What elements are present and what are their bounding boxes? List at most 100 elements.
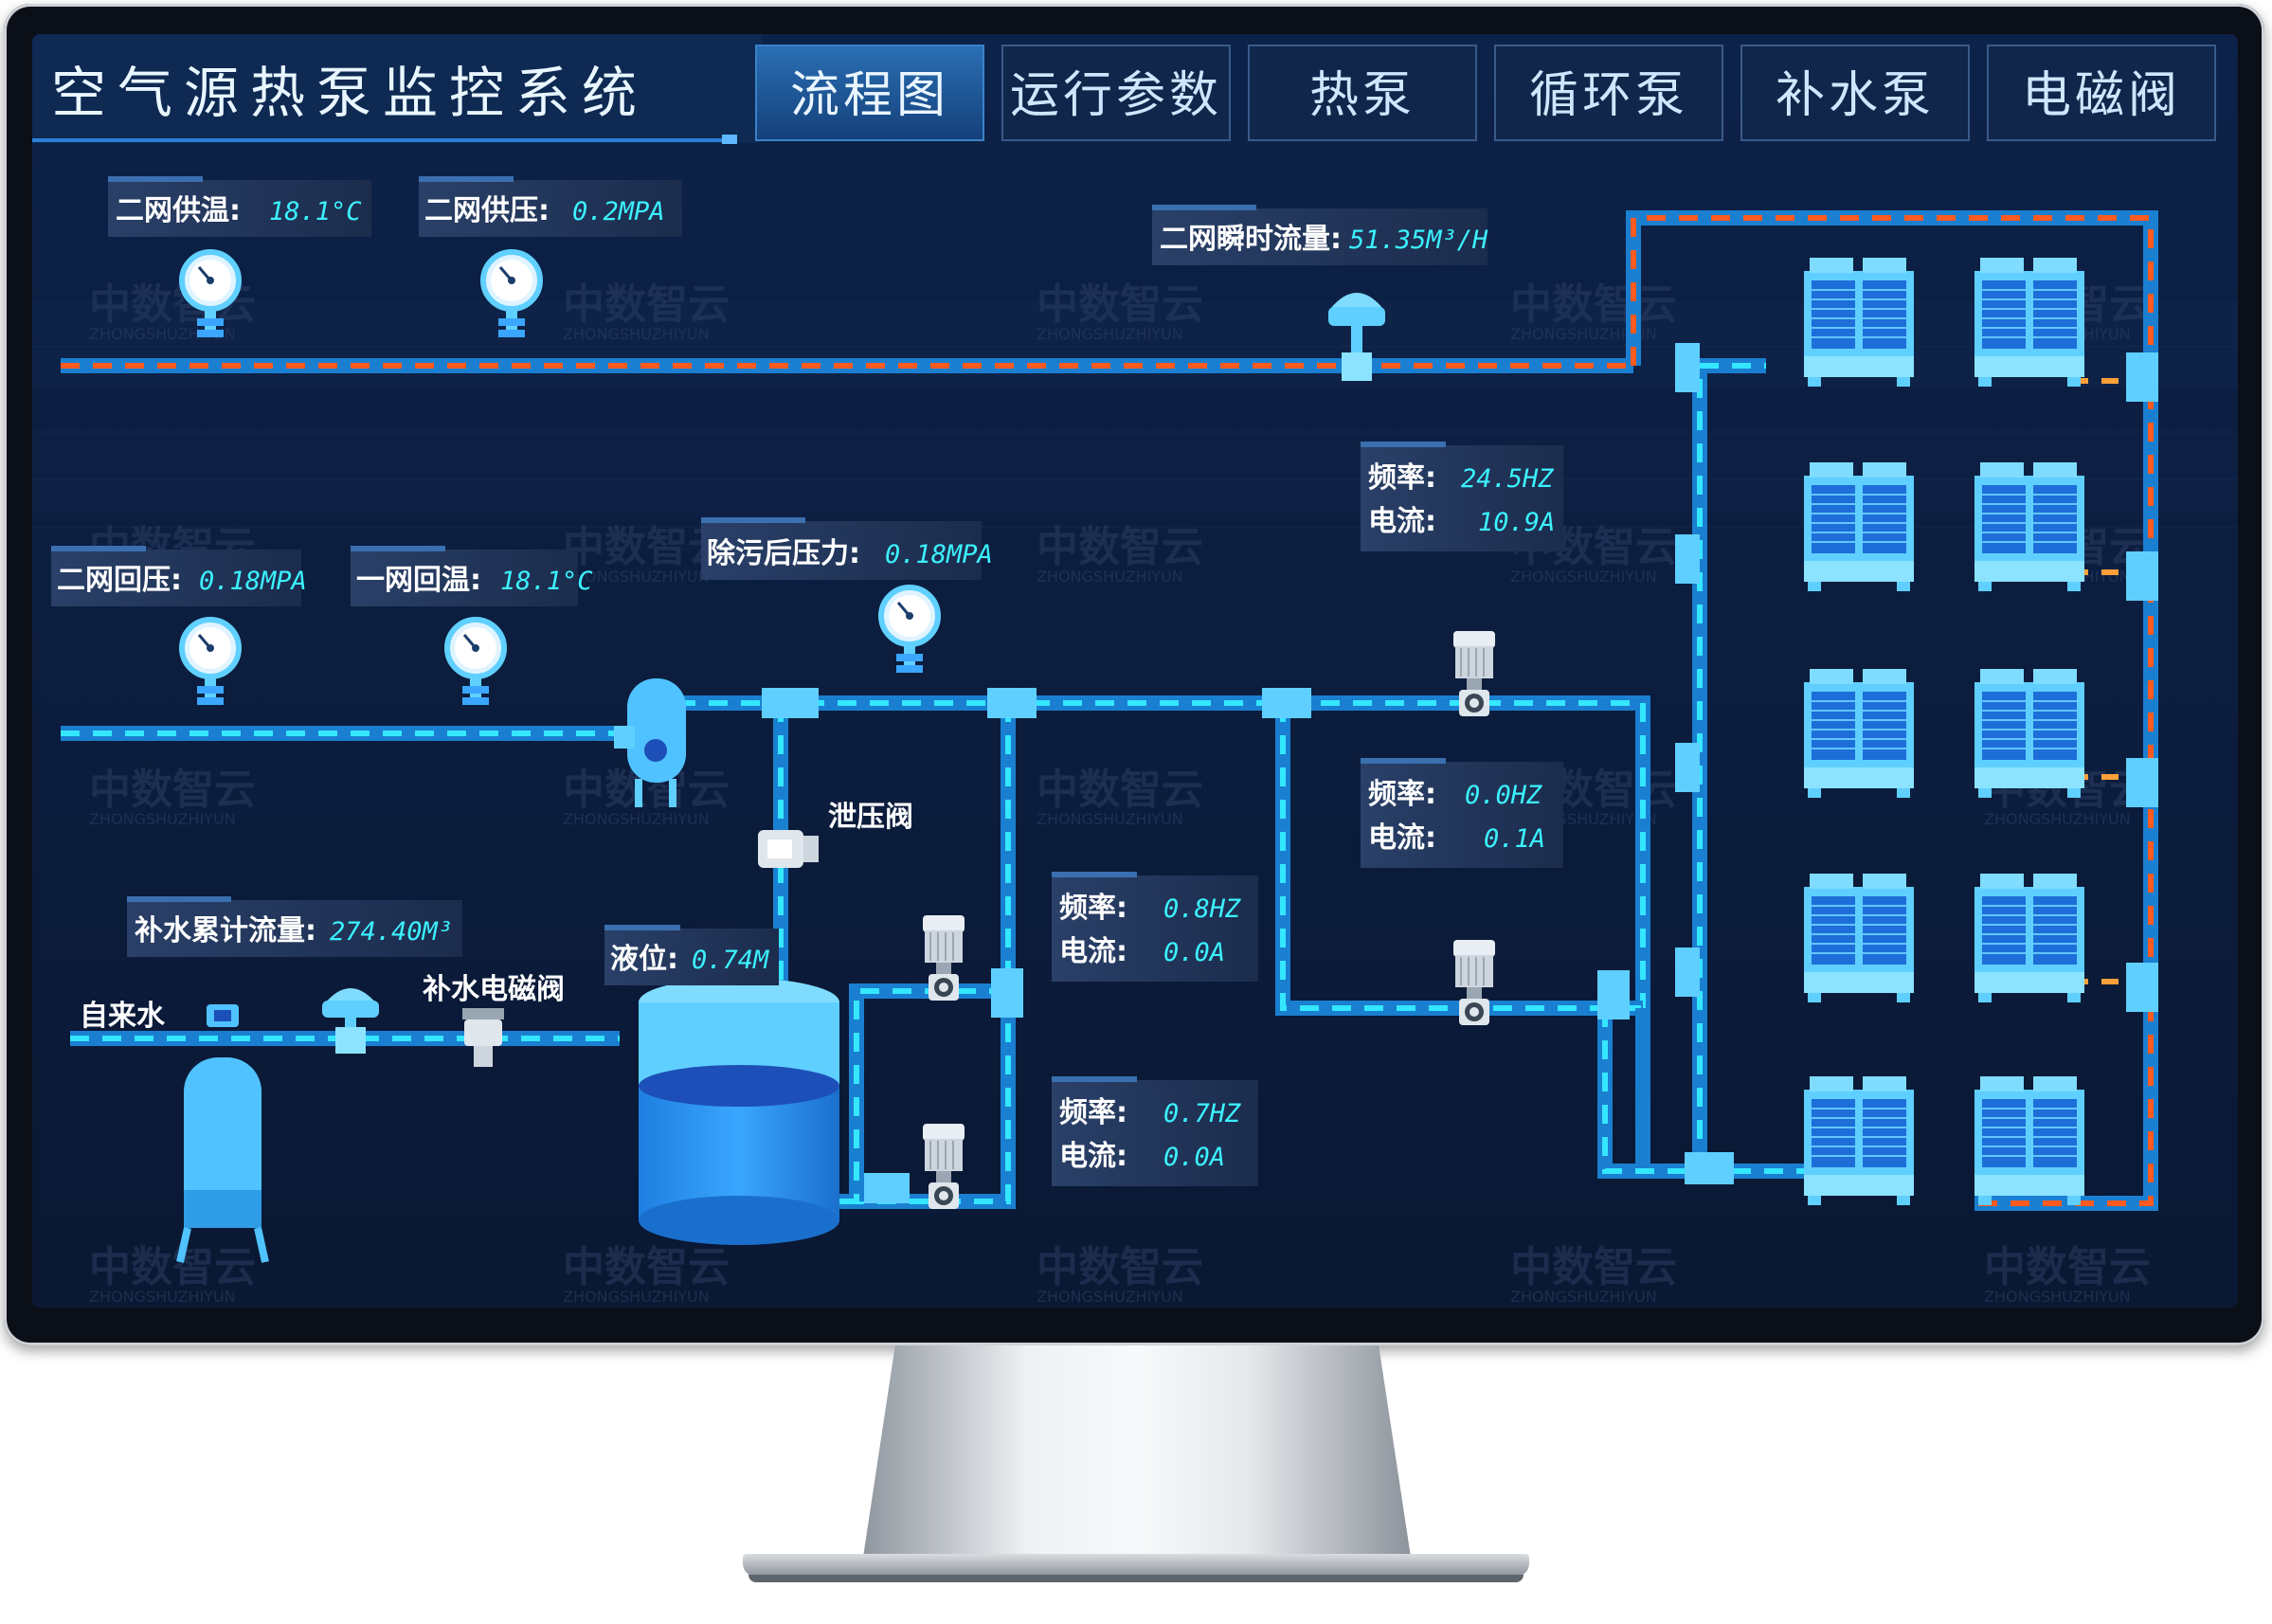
makeup-flow-meter-icon[interactable]: [322, 988, 379, 1054]
watermark-subtext: ZHONGSHUZHIYUN: [1510, 325, 1657, 343]
watermark-text: 中数智云: [1037, 280, 1203, 329]
post-filter-pressure-label: 除污后压力:: [707, 537, 860, 570]
heat-pump-unit[interactable]: [1803, 257, 1915, 388]
reading-post-filter-pressure: 除污后压力: 0.18MPA: [701, 517, 993, 580]
makeup-pump-2-status: 频率: 0.7HZ 电流: 0.0A: [1052, 1076, 1258, 1186]
watermark-subtext: ZHONGSHUZHIYUN: [89, 325, 236, 343]
relief-valve-icon[interactable]: [758, 830, 819, 868]
circulation-pump-icon[interactable]: [1452, 630, 1496, 717]
watermark-subtext: ZHONGSHUZHIYUN: [563, 810, 710, 828]
circulation-pump-icon[interactable]: [1452, 939, 1496, 1026]
watermark-subtext: ZHONGSHUZHIYUN: [563, 325, 710, 343]
tab-heat-pump-label: 热泵: [1309, 67, 1415, 124]
makeup-pump-2-freq-label: 频率:: [1059, 1096, 1127, 1129]
heat-pump-unit[interactable]: [1974, 461, 2085, 592]
watermark-text: 中数智云: [1037, 523, 1203, 571]
watermark-text: 中数智云: [1510, 280, 1677, 329]
makeup-pump-icon[interactable]: [922, 914, 965, 1001]
watermark-text: 中数智云: [89, 766, 256, 814]
watermark-text: 中数智云: [1984, 1243, 2151, 1291]
makeup-total-flow-value: 274.40M³: [330, 917, 453, 947]
watermark-subtext: ZHONGSHUZHIYUN: [1984, 1288, 2131, 1306]
nav-tabs: 流程图 运行参数 热泵 循环泵 补水泵: [755, 45, 2216, 141]
watermark-subtext: ZHONGSHUZHIYUN: [1984, 810, 2131, 828]
heat-pump-unit[interactable]: [1803, 461, 1915, 592]
heat-pump-unit[interactable]: [1803, 668, 1915, 799]
relief-valve-label: 泄压阀: [828, 801, 913, 834]
circ-pump-1-status: 频率: 24.5HZ 电流: 10.9A: [1361, 442, 1563, 551]
tab-circulation-pump[interactable]: 循环泵: [1494, 45, 1723, 141]
watermark-text: 中数智云: [89, 1243, 256, 1291]
watermark-text: 中数智云: [563, 1243, 730, 1291]
dirt-separator-icon[interactable]: [614, 678, 686, 807]
reading-secondary-supply-pressure: 二网供压: 0.2MPA: [419, 176, 682, 237]
tab-heat-pump[interactable]: 热泵: [1248, 45, 1477, 141]
tap-water-tank-icon[interactable]: [176, 1004, 269, 1263]
secondary-supply-temp-value: 18.1°C: [269, 197, 362, 226]
watermark-text: 中数智云: [563, 280, 730, 329]
watermark-subtext: ZHONGSHUZHIYUN: [1510, 1288, 1657, 1306]
liquid-level-label: 液位:: [610, 943, 678, 976]
watermark-subtext: ZHONGSHUZHIYUN: [1037, 568, 1183, 586]
watermark-subtext: ZHONGSHUZHIYUN: [1510, 568, 1657, 586]
watermark-subtext: ZHONGSHUZHIYUN: [1037, 1288, 1183, 1306]
secondary-return-pressure-label: 二网回压:: [57, 564, 182, 597]
circ-pump-1-current-label: 电流:: [1368, 505, 1436, 538]
flow-meter-icon[interactable]: [1328, 293, 1385, 381]
watermark-subtext: ZHONGSHUZHIYUN: [89, 810, 236, 828]
secondary-return-pressure-value: 0.18MPA: [199, 567, 307, 596]
secondary-supply-pressure-label: 二网供压:: [424, 194, 550, 227]
makeup-solenoid-label: 补水电磁阀: [423, 973, 565, 1006]
monitor-stand-base-edge: [748, 1575, 1524, 1582]
tab-running-params-label: 运行参数: [1010, 67, 1222, 124]
makeup-pump-2-freq-value: 0.7HZ: [1163, 1099, 1241, 1128]
primary-return-temp-label: 一网回温:: [356, 564, 481, 597]
makeup-pump-1-status: 频率: 0.8HZ 电流: 0.0A: [1052, 872, 1258, 982]
circ-pump-1-freq-value: 24.5HZ: [1461, 464, 1554, 494]
monitor-stand-neck: [862, 1345, 1412, 1563]
watermark-subtext: ZHONGSHUZHIYUN: [563, 568, 710, 586]
heat-pump-unit[interactable]: [1974, 873, 2085, 1003]
tab-makeup-pump[interactable]: 补水泵: [1740, 45, 1970, 141]
secondary-supply-temp-label: 二网供温:: [116, 194, 241, 227]
tab-flowchart[interactable]: 流程图: [755, 45, 984, 141]
watermark-subtext: ZHONGSHUZHIYUN: [89, 1288, 236, 1306]
tab-makeup-pump-label: 补水泵: [1776, 67, 1935, 124]
heat-pump-unit[interactable]: [1974, 1075, 2085, 1206]
pipe-fittings: [762, 343, 2158, 1203]
makeup-pump-1-freq-label: 频率:: [1059, 892, 1127, 925]
reading-secondary-return-pressure: 二网回压: 0.18MPA: [51, 546, 307, 606]
circ-pump-2-current-label: 电流:: [1368, 821, 1436, 855]
makeup-pump-2-current-label: 电流:: [1059, 1140, 1127, 1173]
circ-pump-2-status: 频率: 0.0HZ 电流: 0.1A: [1361, 758, 1563, 868]
watermark-subtext: ZHONGSHUZHIYUN: [1037, 325, 1183, 343]
makeup-pump-1-current-label: 电流:: [1059, 935, 1127, 968]
primary-return-temp-value: 18.1°C: [500, 567, 593, 596]
tab-running-params[interactable]: 运行参数: [1001, 45, 1231, 141]
post-filter-pressure-value: 0.18MPA: [885, 540, 993, 569]
reading-liquid-level: 液位: 0.74M: [604, 925, 779, 985]
circ-pump-1-freq-label: 频率:: [1368, 461, 1436, 495]
reading-makeup-total-flow: 补水累计流量: 274.40M³: [127, 896, 462, 957]
heat-pump-unit[interactable]: [1803, 1075, 1915, 1206]
tap-water-label: 自来水: [80, 1000, 166, 1033]
circ-pump-2-freq-value: 0.0HZ: [1465, 781, 1542, 810]
heat-pump-unit[interactable]: [1974, 257, 2085, 388]
makeup-pump-icon[interactable]: [922, 1123, 965, 1210]
watermark-text: 中数智云: [1510, 1243, 1677, 1291]
watermark-subtext: ZHONGSHUZHIYUN: [1037, 810, 1183, 828]
reading-secondary-supply-temp: 二网供温: 18.1°C: [108, 176, 371, 237]
tab-circulation-pump-label: 循环泵: [1529, 67, 1688, 124]
secondary-supply-pressure-value: 0.2MPA: [572, 197, 665, 226]
app-title: 空气源热泵监控系统: [51, 61, 648, 125]
secondary-instant-flow-value: 51.35M³/H: [1349, 226, 1488, 255]
makeup-solenoid-valve-icon[interactable]: [462, 1008, 504, 1067]
scada-canvas: 中数智云ZHONGSHUZHIYUN中数智云ZHONGSHUZHIYUN中数智云…: [32, 34, 2238, 1308]
water-tank-icon[interactable]: [639, 978, 839, 1245]
heat-pump-unit[interactable]: [1974, 668, 2085, 799]
heat-pump-unit[interactable]: [1803, 873, 1915, 1003]
tab-solenoid-valve[interactable]: 电磁阀: [1987, 45, 2216, 141]
reading-primary-return-temp: 一网回温: 18.1°C: [351, 546, 593, 606]
